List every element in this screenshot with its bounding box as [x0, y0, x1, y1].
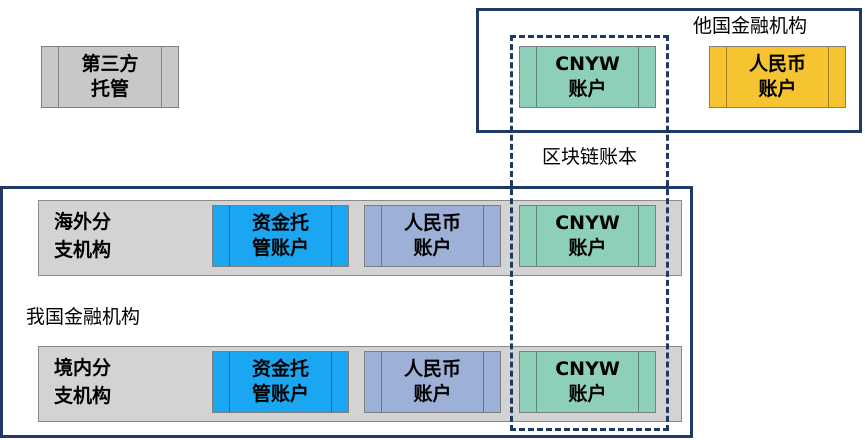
domestic-cnyw-account-box: CNYW 账户	[519, 351, 656, 413]
domestic-rmb-account-box: 人民币 账户	[364, 351, 501, 413]
overseas-branch-label: 海外分 支机构	[54, 211, 112, 261]
blockchain-ledger-frame	[510, 35, 669, 431]
third-party-custody-box: 第三方 托管	[41, 46, 179, 108]
foreign-institution-label: 他国金融机构	[693, 15, 808, 37]
domestic-institution-frame	[0, 186, 693, 438]
domestic-custody-account-box: 资金托 管账户	[212, 351, 349, 413]
foreign-institution-frame	[476, 8, 862, 133]
domestic-institution-label: 我国金融机构	[26, 306, 141, 328]
overseas-custody-account-box: 资金托 管账户	[212, 205, 349, 267]
overseas-rmb-account-box: 人民币 账户	[364, 205, 501, 267]
domestic-branch-label: 境内分 支机构	[54, 357, 112, 407]
blockchain-ledger-label: 区块链账本	[513, 142, 666, 169]
foreign-rmb-account-box: 人民币 账户	[709, 46, 846, 108]
foreign-cnyw-account-box: CNYW 账户	[519, 46, 656, 108]
overseas-cnyw-account-box: CNYW 账户	[519, 205, 656, 267]
